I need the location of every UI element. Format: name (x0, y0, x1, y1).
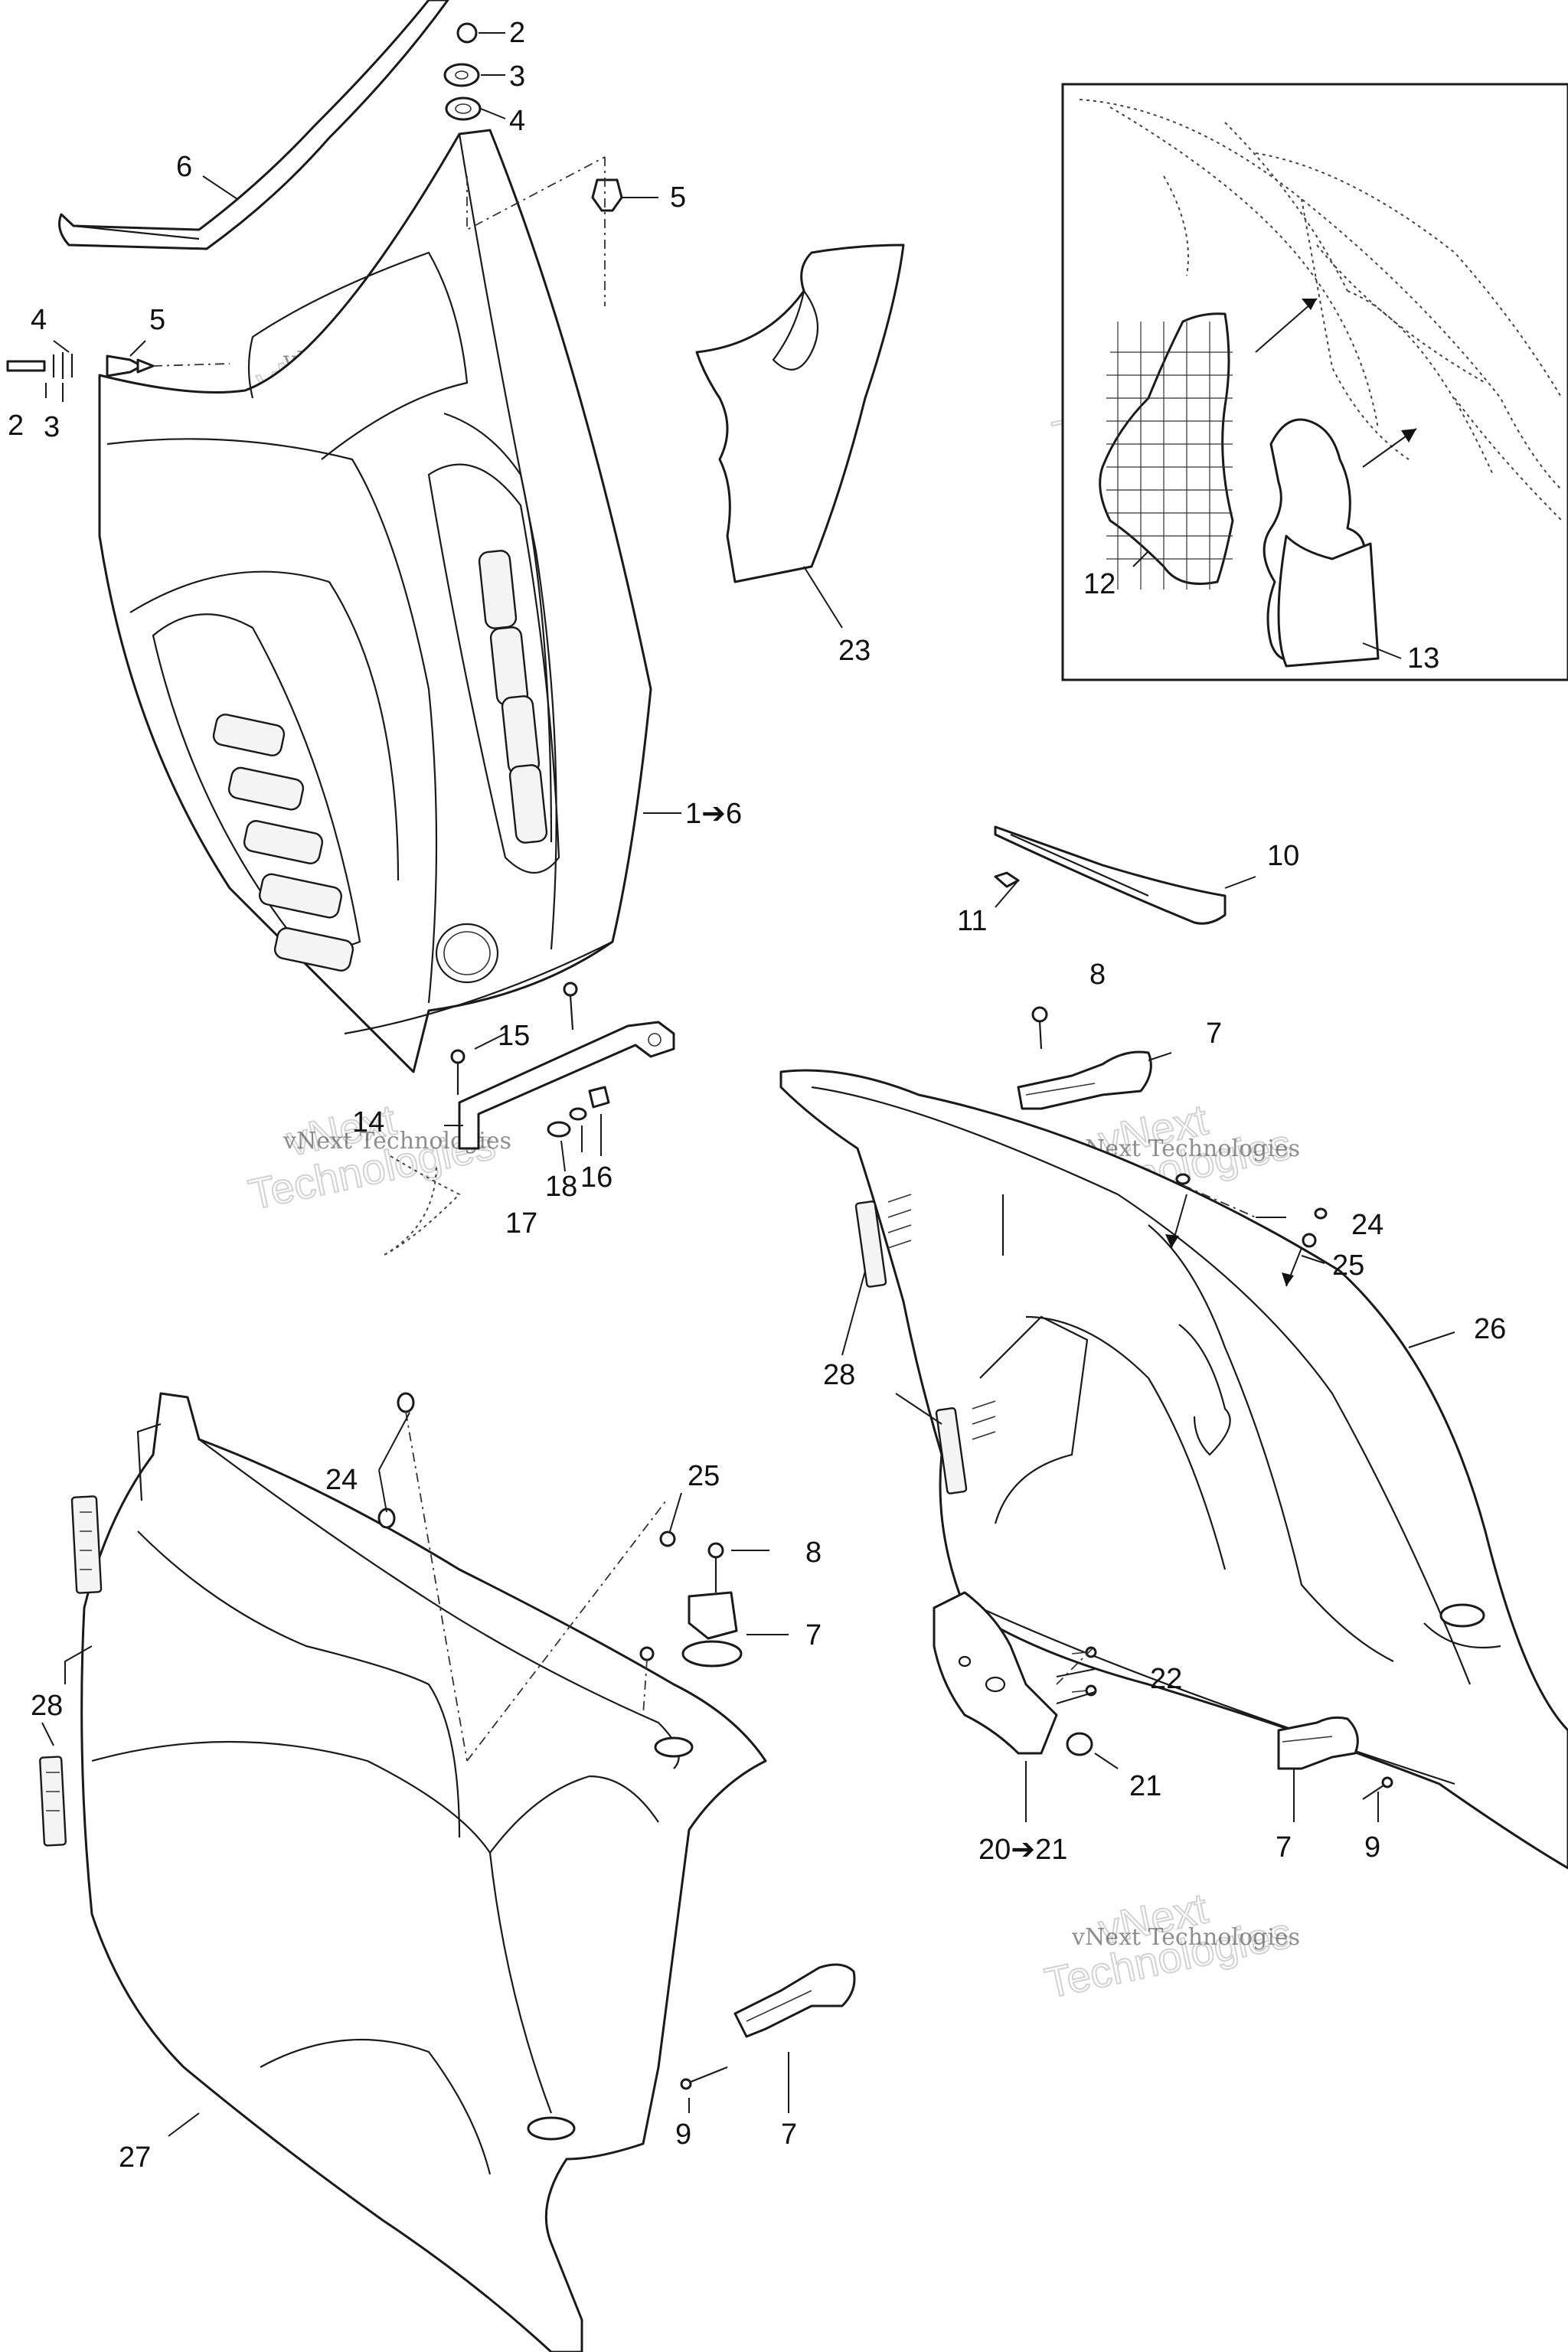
side-handle-upper (1017, 1006, 1152, 1110)
callout-7d: 7 (781, 2118, 797, 2151)
foam-block (695, 243, 905, 583)
callout-24b: 24 (325, 1464, 358, 1496)
side-handle-center (681, 1542, 743, 1668)
left-panel-fasteners (377, 1392, 676, 1762)
callout-4b: 4 (31, 304, 47, 336)
callout-18: 18 (545, 1171, 577, 1203)
callout-2a: 2 (509, 17, 525, 49)
callout-3a: 3 (509, 60, 525, 93)
hood-assembly (98, 129, 652, 1073)
svg-text:vNext Technologies: vNext Technologies (1071, 1924, 1300, 1951)
callout-4a: 4 (509, 105, 525, 137)
callout-8b: 8 (805, 1537, 822, 1569)
side-vent-trim (994, 825, 1227, 925)
side-handle-bottom (680, 1963, 856, 2090)
callout-7a: 7 (1206, 1018, 1222, 1050)
callout-20-to-21: 20➔21 (978, 1834, 1067, 1866)
callout-23: 23 (838, 635, 871, 667)
callout-5b: 5 (149, 304, 165, 336)
callout-8a: 8 (1089, 959, 1106, 991)
inset-detail-box (1061, 83, 1568, 681)
hood-hardware-top (443, 22, 623, 306)
callout-13: 13 (1407, 642, 1439, 675)
callout-12: 12 (1083, 568, 1116, 600)
hood-hardware-left (6, 352, 230, 379)
right-panel-fasteners (1165, 1173, 1328, 1287)
callout-24a: 24 (1351, 1209, 1383, 1241)
grid-pad-mesh (1106, 322, 1233, 590)
callout-5a: 5 (670, 181, 686, 214)
callout-3b: 3 (44, 411, 60, 443)
callout-22: 22 (1150, 1663, 1182, 1695)
callout-9b: 9 (675, 2118, 691, 2151)
watermark-6: vNext Technologies vNext Technologies (1040, 1883, 1300, 2007)
callout-1-to-6: 1➔6 (685, 798, 742, 830)
callout-7b: 7 (805, 1619, 822, 1651)
mounting-bracket (933, 1591, 1097, 1756)
leader-lines (41, 32, 1455, 2137)
callout-25b: 25 (688, 1460, 720, 1492)
callout-26: 26 (1474, 1313, 1506, 1345)
callout-14: 14 (352, 1106, 384, 1138)
callout-27: 27 (119, 2141, 151, 2174)
callout-21: 21 (1129, 1770, 1161, 1802)
windshield-trim-strip (58, 0, 449, 250)
callout-15: 15 (498, 1020, 530, 1052)
callout-28b: 28 (31, 1690, 63, 1722)
callout-17: 17 (505, 1207, 537, 1240)
left-side-panel (39, 1392, 767, 2352)
callout-10: 10 (1267, 840, 1299, 872)
right-side-panel (779, 1069, 1568, 1870)
callout-11: 11 (957, 905, 987, 937)
callout-6: 6 (176, 151, 192, 183)
callout-28a: 28 (823, 1359, 855, 1391)
callout-labels: 2 3 4 5 6 4 5 2 3 23 12 13 1➔6 10 11 8 7… (8, 17, 1506, 2174)
callout-16: 16 (580, 1161, 612, 1194)
hood-bracket (382, 982, 675, 1256)
side-handle-right-lower (1277, 1716, 1393, 1800)
callout-9a: 9 (1364, 1831, 1380, 1864)
callout-2b: 2 (8, 410, 24, 442)
callout-25a: 25 (1332, 1250, 1364, 1282)
callout-7c: 7 (1276, 1831, 1292, 1864)
